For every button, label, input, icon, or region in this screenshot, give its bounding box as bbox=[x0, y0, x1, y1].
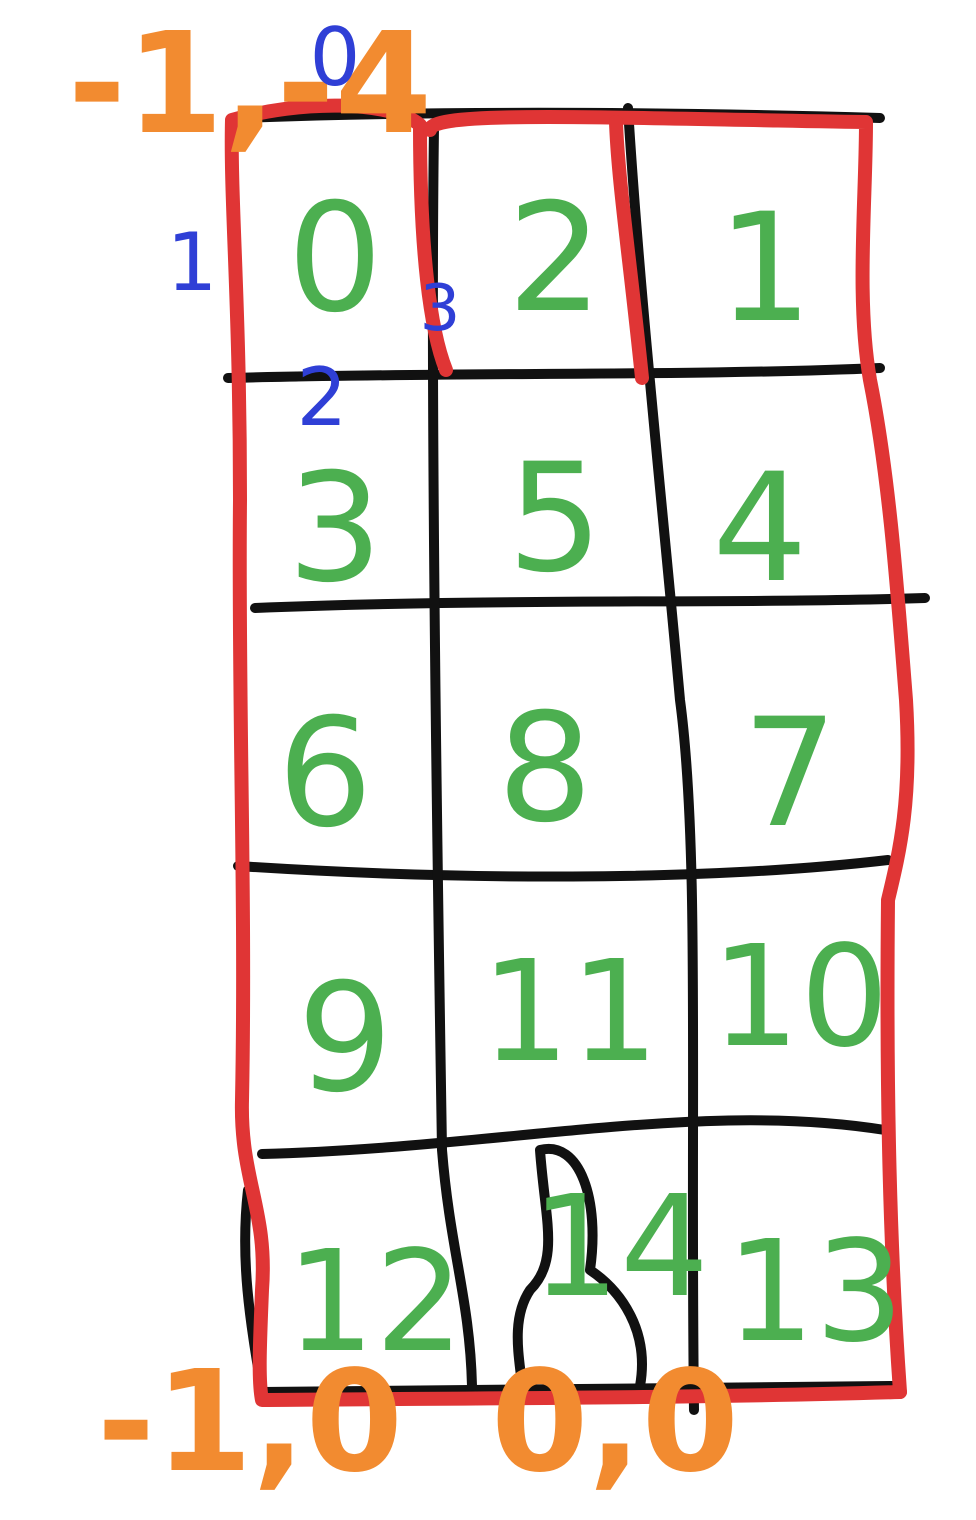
cell-number: 4 bbox=[712, 442, 807, 616]
cell-number: 8 bbox=[497, 682, 592, 856]
coordinate-label-bottom-middle: 0,0 bbox=[491, 1341, 739, 1504]
middle-divider-outline bbox=[609, 115, 649, 385]
cell-number: 13 bbox=[726, 1211, 904, 1374]
blue-annotations: 0 1 2 3 bbox=[167, 11, 461, 444]
coordinate-label-bottom-left: -1,0 bbox=[97, 1341, 403, 1504]
grid-h-line-2 bbox=[250, 593, 930, 613]
grid-h-line-4 bbox=[257, 1115, 890, 1159]
cell-number: 14 bbox=[531, 1166, 709, 1329]
cell-number: 0 bbox=[287, 172, 382, 346]
cell-number: 11 bbox=[481, 931, 659, 1094]
grid-arch-14 bbox=[512, 1143, 647, 1391]
cell-number: 10 bbox=[711, 916, 889, 1079]
red-outlines bbox=[224, 98, 915, 1407]
blue-label-between-cells: 3 bbox=[420, 272, 461, 346]
cell-number: 6 bbox=[277, 687, 372, 861]
cell-number: 9 bbox=[297, 952, 392, 1126]
grid-lines bbox=[223, 103, 930, 1415]
coordinate-label-top: -1,-4 bbox=[68, 3, 432, 166]
grid-bottom-edge bbox=[257, 1381, 900, 1397]
grid-v-line-2 bbox=[623, 103, 699, 1415]
cell-number: 5 bbox=[507, 432, 602, 606]
left-column-outline bbox=[224, 98, 907, 1407]
cell-number: 2 bbox=[507, 172, 602, 346]
cell-number: 7 bbox=[742, 687, 837, 861]
right-block-outline bbox=[423, 110, 915, 1399]
cell-numbers: 0 2 1 3 5 4 6 8 7 9 11 10 12 14 13 bbox=[277, 172, 904, 1384]
grid-h-line-3 bbox=[233, 855, 893, 882]
blue-label-left: 1 bbox=[167, 216, 218, 309]
blue-label-under-cell: 2 bbox=[297, 351, 348, 444]
cell-number: 1 bbox=[717, 182, 812, 356]
cell-number: 3 bbox=[287, 442, 382, 616]
orange-coordinate-labels: -1,-4 -1,0 0,0 bbox=[68, 3, 739, 1504]
cell-number: 12 bbox=[286, 1221, 464, 1384]
blue-label-top: 0 bbox=[310, 11, 361, 104]
grid-h-line-1 bbox=[223, 363, 885, 383]
grid-v-line-1 bbox=[427, 123, 477, 1391]
